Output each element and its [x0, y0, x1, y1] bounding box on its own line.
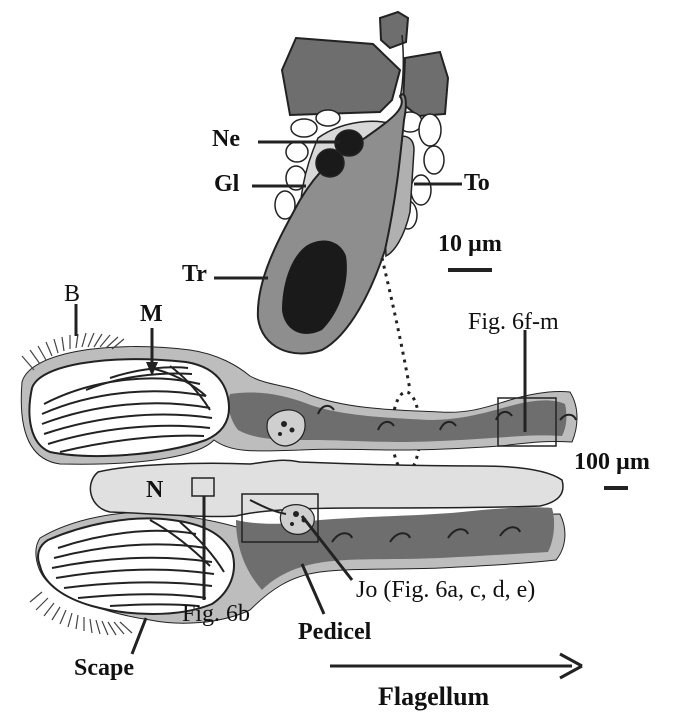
label-to: To [464, 171, 490, 195]
label-m: M [140, 302, 163, 326]
label-flagellum: Flagellum [378, 684, 489, 710]
label-b: B [64, 282, 80, 306]
jo-scolopidium [280, 505, 314, 535]
label-scape: Scape [74, 656, 134, 680]
label-pedicel: Pedicel [298, 620, 371, 644]
label-scale-small: 10 µm [438, 232, 502, 256]
cuticle-block-top [380, 12, 408, 48]
dotted-connector [382, 258, 410, 390]
label-ne: Ne [212, 127, 240, 151]
label-fig6fm: Fig. 6f-m [468, 310, 559, 334]
label-jo: Jo (Fig. 6a, c, d, e) [356, 578, 535, 602]
label-n: N [146, 478, 163, 502]
label-tr: Tr [182, 262, 207, 286]
enlarged-sensory-cluster [214, 12, 492, 353]
cuticle-block-right [403, 52, 448, 116]
label-fig6b: Fig. 6b [182, 602, 250, 626]
label-scale-large: 100 µm [574, 450, 650, 474]
neuron-nucleus-2 [316, 149, 344, 177]
label-gl: Gl [214, 172, 239, 196]
cuticle-block-left [282, 38, 400, 115]
